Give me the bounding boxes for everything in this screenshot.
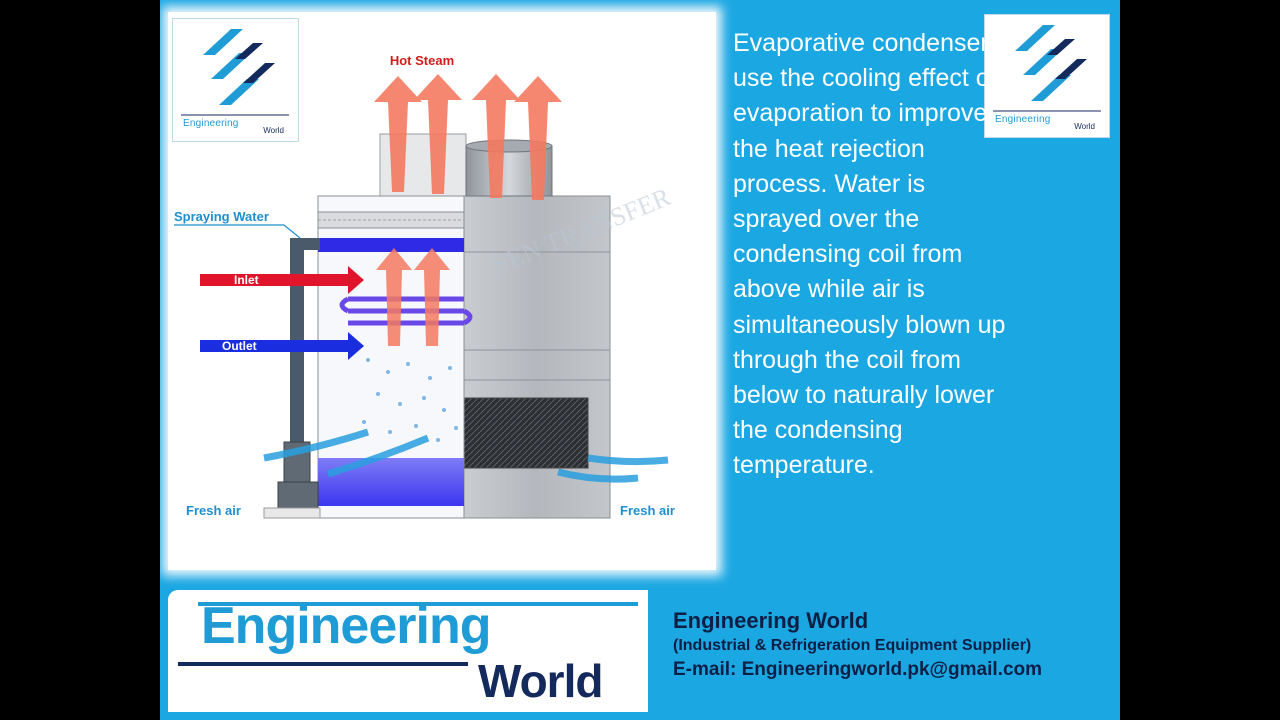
contact-company-name: Engineering World: [673, 608, 869, 633]
engineering-world-logo-icon: [993, 25, 1101, 112]
logo-caption-bottom: World: [263, 126, 284, 135]
brand-rule-middle: [178, 662, 468, 666]
condensing-coil: [339, 296, 473, 326]
contact-tagline: (Industrial & Refrigeration Equipment Su…: [673, 637, 1032, 654]
brand-rule-top: [198, 602, 638, 606]
logo-badge-left: Engineering World: [172, 18, 299, 142]
label-hot-steam: Hot Steam: [390, 53, 454, 68]
slide: SEN TRANSFER Hot Steam Spraying Water In…: [160, 0, 1120, 720]
label-spraying-water: Spraying Water: [174, 209, 269, 224]
brand-banner: Engineering World: [168, 590, 648, 712]
condenser-diagram: SEN TRANSFER Hot Steam Spraying Water In…: [168, 12, 716, 570]
contact-block: Engineering World (Industrial & Refriger…: [673, 607, 1042, 683]
label-outlet: Outlet: [222, 339, 257, 353]
rising-air-arrows: [376, 248, 450, 346]
logo-caption-top: Engineering: [995, 114, 1051, 125]
contact-email: E-mail: Engineeringworld.pk@gmail.com: [673, 659, 1043, 680]
inlet-arrow: [200, 266, 364, 294]
base-frame: [263, 507, 321, 519]
brand-word-world: World: [478, 655, 603, 707]
spray-droplets: [362, 358, 458, 442]
engineering-world-logo-icon: [181, 29, 289, 116]
brand-word-engineering: Engineering: [201, 597, 491, 655]
air-inlet-louver: [463, 397, 589, 469]
fresh-air-flow: [263, 428, 669, 483]
label-fresh-air-left: Fresh air: [186, 503, 241, 518]
hot-steam-arrows: [374, 74, 562, 200]
label-fresh-air-right: Fresh air: [620, 503, 675, 518]
outlet-arrow: [200, 332, 364, 360]
label-inlet: Inlet: [234, 273, 259, 287]
description-text: Evaporative condensers use the cooling e…: [733, 29, 1006, 480]
logo-badge-right: Engineering World: [984, 14, 1110, 138]
condenser-illustration: SEN TRANSFER Hot Steam Spraying Water In…: [174, 53, 675, 519]
logo-caption-bottom: World: [1074, 122, 1095, 131]
pump: [277, 441, 319, 509]
logo-caption-top: Engineering: [183, 118, 239, 129]
spray-header: [318, 238, 464, 252]
water-basin: [318, 458, 464, 506]
